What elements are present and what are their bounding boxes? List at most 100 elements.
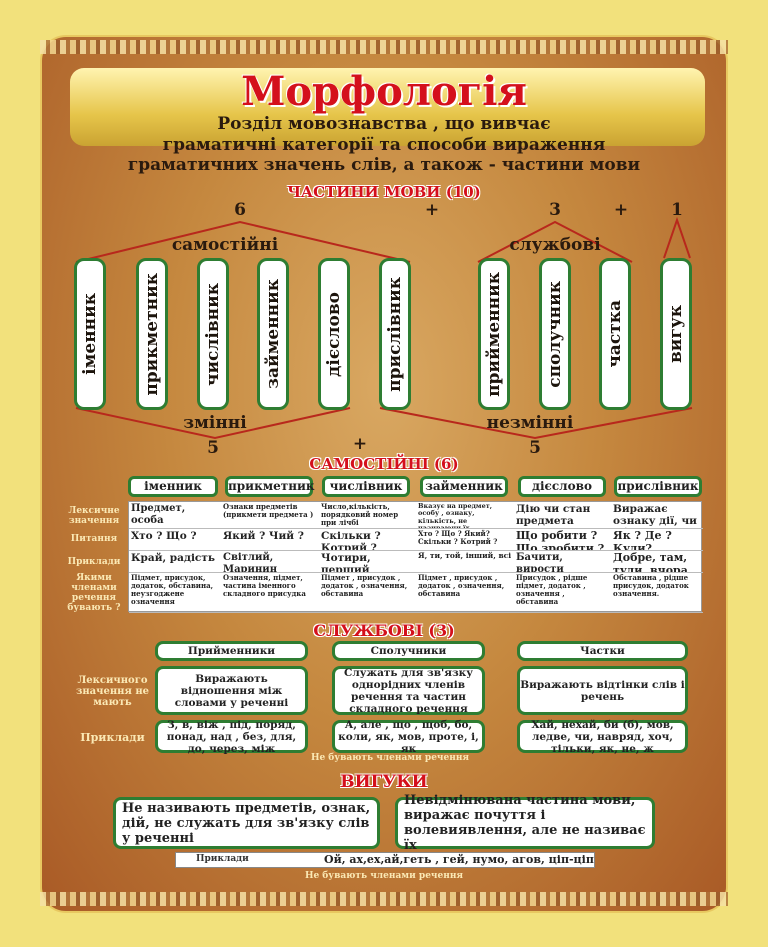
table-cell: Обставина , рідше присудок, додаток озна… [611, 573, 703, 613]
column-header: прикметник [225, 476, 315, 497]
table-cell: Предмет, особа [129, 502, 221, 529]
interjection-bracket [663, 216, 691, 259]
examples-label: Приклади [196, 854, 249, 864]
subtitle-line-3: граматичних значень слів, а також - част… [127, 155, 641, 175]
service-bracket [477, 220, 633, 263]
plus-sign: + [613, 200, 629, 220]
title-banner [70, 68, 705, 146]
plus-sign: + [352, 434, 368, 454]
subtitle-line-2: граматичні категорії та способи вираженн… [162, 135, 606, 155]
ornament-border-bottom [40, 892, 728, 906]
column-header: іменник [128, 476, 218, 497]
part-card: прислівник [379, 258, 411, 410]
table-cell: Який ? Чий ? [221, 529, 319, 551]
part-card: сполучник [539, 258, 571, 410]
service-heading: СЛУЖБОВІ (3) [313, 621, 455, 640]
examples-box: З, в, віж , під, поряд, понад, над , без… [155, 719, 308, 755]
changeable-bracket [75, 407, 351, 440]
part-card: частка [599, 258, 631, 410]
row-label: Приклади [80, 731, 145, 744]
part-label: іменник [80, 293, 100, 375]
column-header: Сполучники [332, 641, 485, 661]
part-label: займенник [263, 279, 283, 389]
column-header: Прийменники [155, 641, 308, 661]
count-changeable: 5 [207, 438, 219, 458]
table-cell: Світлий, Маринин [221, 551, 319, 573]
subtitle-line-1: Розділ мовознавства , що вивчає [217, 114, 551, 134]
row-label: Приклади [67, 557, 121, 567]
table-cell: Присудок , рідше підмет, додаток , означ… [514, 573, 611, 613]
meaning-box: Виражають відношення між словами у речен… [155, 666, 308, 715]
group-service: службові [509, 235, 601, 255]
part-card: прикметник [136, 258, 168, 410]
part-card: іменник [74, 258, 106, 410]
parts-heading: ЧАСТИНИ МОВИ (10) [287, 183, 481, 201]
count-interjection: 1 [671, 200, 683, 220]
table-cell: Край, радість [129, 551, 221, 573]
column-header: займенник [420, 476, 508, 497]
table-cell: Виражає ознаку дії, чи обставину [611, 502, 703, 529]
meaning-box: Виражають відтінки слів і речень [517, 666, 688, 715]
interjections-note: Не бувають членами речення [304, 871, 464, 881]
part-card: займенник [257, 258, 289, 410]
part-card: вигук [660, 258, 692, 410]
part-label: вигук [666, 305, 686, 363]
table-cell: Скільки ? Котрий ? [319, 529, 416, 551]
part-label: числівник [203, 282, 223, 386]
column-header: прислівник [614, 476, 702, 497]
table-cell: Підмет , присудок , додаток , означення,… [416, 573, 514, 613]
count-unchangeable: 5 [529, 438, 541, 458]
part-card: числівник [197, 258, 229, 410]
meaning-box: Служать для зв'язку однорідних членів ре… [332, 666, 485, 715]
part-label: прикметник [142, 272, 162, 396]
count-independent: 6 [234, 200, 246, 220]
column-header: числівник [322, 476, 410, 497]
table-cell: Хто ? Що ? Який? Скільки ? Котрий ? [416, 529, 514, 551]
group-unchangeable: незмінні [486, 413, 574, 433]
page-title: Морфологія [241, 68, 527, 115]
part-label: сполучник [545, 280, 565, 388]
part-label: частка [605, 300, 625, 368]
table-cell: Ознаки предметів (прикмети предмета ) [221, 502, 319, 529]
table-cell: Підмет, присудок, додаток, обставина, не… [129, 573, 221, 613]
part-card: прийменник [478, 258, 510, 410]
group-independent: самостійні [171, 235, 279, 255]
ornament-border-top [40, 40, 728, 54]
table-cell: Бачити, вирости [514, 551, 611, 573]
table-cell: Я, ти, той, інший, всі [416, 551, 514, 573]
row-label: Якими членами речення бувають ? [67, 573, 121, 613]
interjection-examples-bar: Приклади Ой, ах,ех,ай,геть , гей, нумо, … [175, 852, 595, 868]
table-cell: Число,кількість, порядковий номер при лі… [319, 502, 416, 529]
independent-heading: САМОСТІЙНІ (6) [309, 455, 459, 473]
interjection-box: Не називають предметів, ознак, дій, не с… [113, 797, 380, 849]
column-header: Частки [517, 641, 688, 661]
examples-text: Ой, ах,ех,ай,геть , гей, нумо, агов, ціп… [324, 853, 594, 866]
part-label: прийменник [484, 271, 504, 397]
column-header: дієслово [518, 476, 606, 497]
unchangeable-bracket [379, 407, 693, 440]
table-cell: Хто ? Що ? [129, 529, 221, 551]
table-cell: Як ? Де ? Куди? Звідки? Коли ? [611, 529, 703, 551]
table-cell: Підмет , присудок , додаток , означення,… [319, 573, 416, 613]
count-service: 3 [549, 200, 561, 220]
table-cell: Добре, там, туди, вчора [611, 551, 703, 573]
part-card: дієслово [318, 258, 350, 410]
independent-bracket [75, 220, 411, 263]
table-cell: Чотири, перший [319, 551, 416, 573]
service-note: Не бувають членами речення [310, 753, 470, 763]
row-label: Лексичного значення не мають [75, 675, 150, 708]
interjection-box: Невідмінювана частина мови, виражає почу… [395, 793, 655, 853]
row-label: Лексичне значення [68, 506, 120, 526]
examples-box: А, але , що , щоб, бо, коли, як, мов, пр… [332, 719, 485, 755]
row-label: Питання [70, 534, 118, 544]
table-cell: Вказує на предмет, особу , ознаку, кільк… [416, 502, 514, 529]
group-changeable: змінні [183, 413, 247, 433]
table-cell: Дію чи стан предмета [514, 502, 611, 529]
examples-box: Хай, нехай, би (б), мов, ледве, чи, навр… [517, 719, 688, 755]
plus-sign: + [424, 200, 440, 220]
table-cell: Що робити ? Що зробити ? [514, 529, 611, 551]
table-cell: Означення, підмет, частина іменного скла… [221, 573, 319, 613]
part-label: прислівник [385, 276, 405, 392]
